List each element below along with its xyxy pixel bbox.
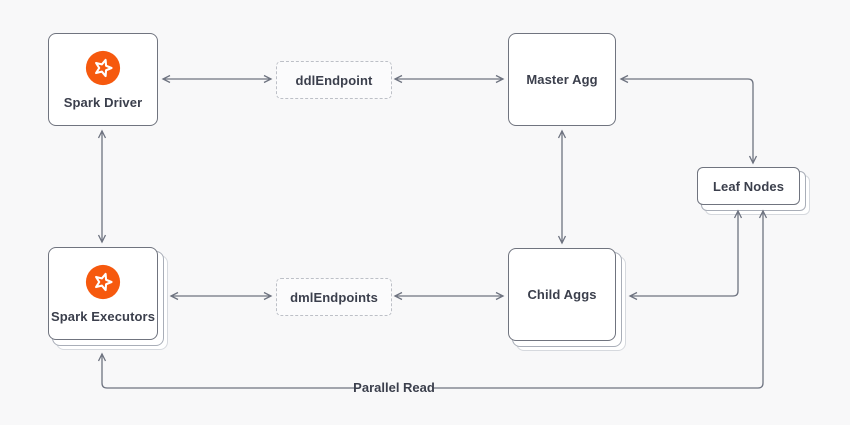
ddl-endpoint-label: ddlEndpoint	[295, 72, 373, 88]
master-agg-label: Master Agg	[526, 72, 598, 87]
ddl-endpoint-node: ddlEndpoint	[276, 61, 392, 99]
child-aggs-label: Child Aggs	[527, 287, 597, 302]
leaf-nodes-node: Leaf Nodes	[697, 167, 810, 215]
spark-star-icon	[85, 50, 121, 85]
spark-driver-node: Spark Driver	[48, 33, 158, 126]
child-aggs-node: Child Aggs	[508, 248, 626, 351]
edge-parallel-read-left	[97, 352, 356, 389]
edge-child-leaf	[628, 209, 743, 301]
parallel-read-label: Parallel Read	[353, 380, 435, 395]
dml-endpoints-node: dmlEndpoints	[276, 278, 392, 316]
spark-driver-label: Spark Driver	[63, 94, 143, 110]
edge-master-leaf	[619, 74, 758, 165]
spark-executors-node: Spark Executors	[48, 247, 168, 350]
spark-star-icon	[85, 264, 121, 299]
master-agg-node: Master Agg	[508, 33, 616, 126]
dml-endpoints-label: dmlEndpoints	[290, 289, 378, 305]
spark-executors-label: Spark Executors	[50, 308, 156, 324]
leaf-nodes-label: Leaf Nodes	[712, 178, 785, 194]
